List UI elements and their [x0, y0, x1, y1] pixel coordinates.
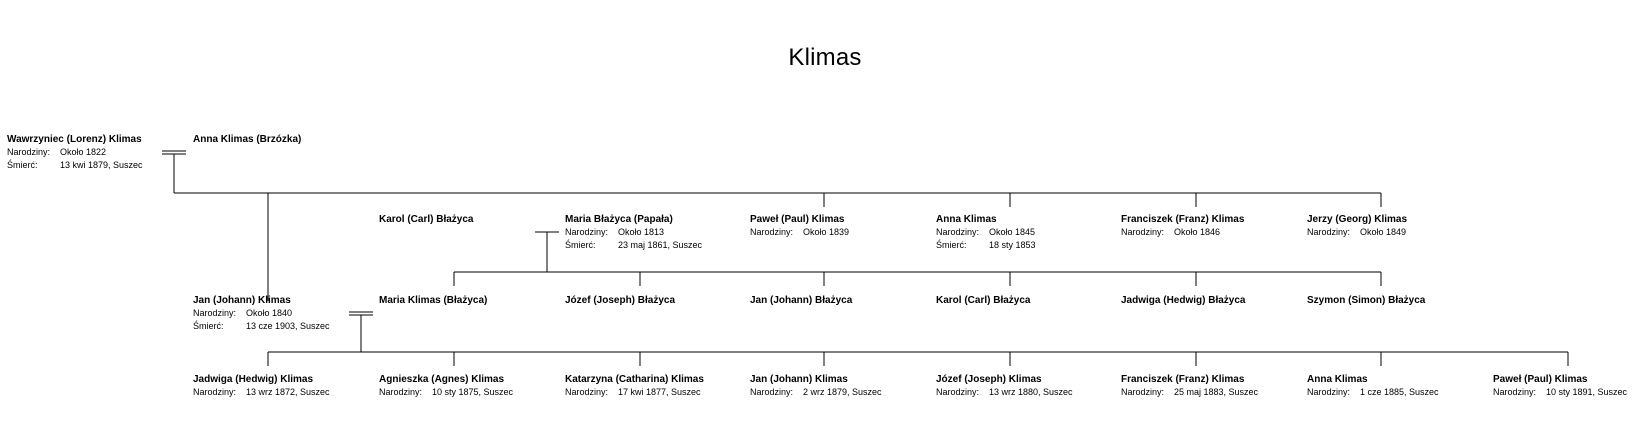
person-name: Jan (Johann) Klimas	[750, 374, 848, 385]
person-name: Wawrzyniec (Lorenz) Klimas	[7, 134, 142, 145]
birth-label: Narodziny:	[565, 227, 609, 237]
person-karol-blazyca[interactable]: Karol (Carl) Błażyca	[379, 213, 473, 226]
person-name: Karol (Carl) Błażyca	[379, 214, 474, 225]
person-name: Maria Błażyca (Papała)	[565, 214, 673, 225]
person-pawel-klimas-1891[interactable]: Paweł (Paul) Klimas Narodziny: 10 sty 189…	[1493, 373, 1627, 399]
birth-value: 10 sty 1891, Suszec	[1546, 387, 1628, 397]
person-name: Józef (Joseph) Błażyca	[565, 295, 676, 306]
person-name: Franciszek (Franz) Klimas	[1121, 374, 1245, 385]
death-label: Śmierć:	[7, 160, 38, 170]
birth-value: Około 1849	[1360, 227, 1407, 237]
person-name: Jadwiga (Hedwig) Klimas	[193, 374, 314, 385]
person-franciszek-klimas-1883[interactable]: Franciszek (Franz) Klimas Narodziny: 25 m…	[1121, 373, 1258, 399]
death-label: Śmierć:	[193, 321, 224, 331]
birth-value: Około 1822	[60, 147, 107, 157]
birth-value: Około 1839	[803, 227, 850, 237]
birth-label: Narodziny:	[1493, 387, 1537, 397]
person-name: Franciszek (Franz) Klimas	[1121, 214, 1245, 225]
person-name: Jan (Johann) Błażyca	[750, 295, 853, 306]
death-label: Śmierć:	[936, 240, 967, 250]
person-name: Katarzyna (Catharina) Klimas	[565, 374, 704, 385]
person-name: Jadwiga (Hedwig) Błażyca	[1121, 295, 1246, 306]
person-maria-blazyca-papala[interactable]: Maria Błażyca (Papała) Narodziny: Około 1…	[565, 213, 702, 252]
person-name: Paweł (Paul) Klimas	[750, 214, 845, 225]
birth-value: 17 kwi 1877, Suszec	[618, 387, 701, 397]
person-wawrzyniec-klimas[interactable]: Wawrzyniec (Lorenz) Klimas Narodziny: Oko…	[7, 133, 143, 172]
person-name: Józef (Joseph) Klimas	[936, 374, 1042, 385]
death-value: 23 maj 1861, Suszec	[618, 240, 703, 250]
birth-value: Około 1845	[989, 227, 1036, 237]
birth-label: Narodziny:	[7, 147, 51, 157]
death-label: Śmierć:	[565, 240, 596, 250]
birth-label: Narodziny:	[1121, 387, 1165, 397]
birth-value: 25 maj 1883, Suszec	[1174, 387, 1259, 397]
birth-label: Narodziny:	[193, 308, 237, 318]
death-value: 13 cze 1903, Suszec	[246, 321, 330, 331]
person-jan-blazyca[interactable]: Jan (Johann) Błażyca	[750, 294, 852, 307]
person-name: Anna Klimas	[1307, 374, 1368, 385]
birth-label: Narodziny:	[750, 227, 794, 237]
person-anna-klimas-1885[interactable]: Anna Klimas Narodziny: 1 cze 1885, Suszec	[1307, 373, 1439, 399]
person-name: Karol (Carl) Błażyca	[936, 295, 1031, 306]
chart-title: Klimas	[788, 44, 862, 71]
person-anna-klimas-brzozka[interactable]: Anna Klimas (Brzózka)	[193, 133, 301, 146]
person-szymon-blazyca[interactable]: Szymon (Simon) Błażyca	[1307, 294, 1425, 307]
person-jan-klimas-1840[interactable]: Jan (Johann) Klimas Narodziny: Około 1840…	[193, 294, 330, 333]
person-agnieszka-klimas[interactable]: Agnieszka (Agnes) Klimas Narodziny: 10 st…	[379, 373, 513, 399]
birth-value: 13 wrz 1880, Suszec	[989, 387, 1073, 397]
birth-label: Narodziny:	[1307, 227, 1351, 237]
person-name: Anna Klimas	[936, 214, 997, 225]
person-name: Anna Klimas (Brzózka)	[193, 134, 302, 145]
person-name: Jan (Johann) Klimas	[193, 295, 291, 306]
birth-label: Narodziny:	[1307, 387, 1351, 397]
birth-label: Narodziny:	[1121, 227, 1165, 237]
person-name: Szymon (Simon) Błażyca	[1307, 295, 1426, 306]
person-jozef-blazyca[interactable]: Józef (Joseph) Błażyca	[565, 294, 675, 307]
death-value: 18 sty 1853	[989, 240, 1036, 250]
person-jozef-klimas[interactable]: Józef (Joseph) Klimas Narodziny: 13 wrz 1…	[936, 373, 1073, 399]
person-name: Agnieszka (Agnes) Klimas	[379, 374, 505, 385]
birth-value: Około 1846	[1174, 227, 1221, 237]
birth-label: Narodziny:	[379, 387, 423, 397]
person-pawel-klimas[interactable]: Paweł (Paul) Klimas Narodziny: Około 1839	[750, 213, 849, 239]
person-franciszek-klimas[interactable]: Franciszek (Franz) Klimas Narodziny: Okoł…	[1121, 213, 1244, 239]
person-jadwiga-klimas[interactable]: Jadwiga (Hedwig) Klimas Narodziny: 13 wrz…	[193, 373, 330, 399]
birth-value: 2 wrz 1879, Suszec	[803, 387, 882, 397]
birth-value: 10 sty 1875, Suszec	[432, 387, 514, 397]
death-value: 13 kwi 1879, Suszec	[60, 160, 143, 170]
person-maria-klimas-blazyca[interactable]: Maria Klimas (Błażyca)	[379, 294, 487, 307]
person-name: Paweł (Paul) Klimas	[1493, 374, 1588, 385]
person-karol-blazyca-jr[interactable]: Karol (Carl) Błażyca	[936, 294, 1030, 307]
birth-label: Narodziny:	[750, 387, 794, 397]
birth-value: Około 1840	[246, 308, 293, 318]
person-anna-klimas[interactable]: Anna Klimas Narodziny: Około 1845 Śmierć:…	[936, 213, 1036, 252]
birth-label: Narodziny:	[936, 387, 980, 397]
person-katarzyna-klimas[interactable]: Katarzyna (Catharina) Klimas Narodziny: 1…	[565, 373, 705, 399]
person-jadwiga-blazyca[interactable]: Jadwiga (Hedwig) Błażyca	[1121, 294, 1245, 307]
birth-label: Narodziny:	[193, 387, 237, 397]
birth-value: 1 cze 1885, Suszec	[1360, 387, 1439, 397]
person-jan-klimas-1879[interactable]: Jan (Johann) Klimas Narodziny: 2 wrz 1879…	[750, 373, 882, 399]
birth-value: 13 wrz 1872, Suszec	[246, 387, 330, 397]
person-name: Jerzy (Georg) Klimas	[1307, 214, 1408, 225]
birth-label: Narodziny:	[565, 387, 609, 397]
person-jerzy-klimas[interactable]: Jerzy (Georg) Klimas Narodziny: Około 184…	[1307, 213, 1407, 239]
birth-value: Około 1813	[618, 227, 665, 237]
person-name: Maria Klimas (Błażyca)	[379, 295, 488, 306]
birth-label: Narodziny:	[936, 227, 980, 237]
